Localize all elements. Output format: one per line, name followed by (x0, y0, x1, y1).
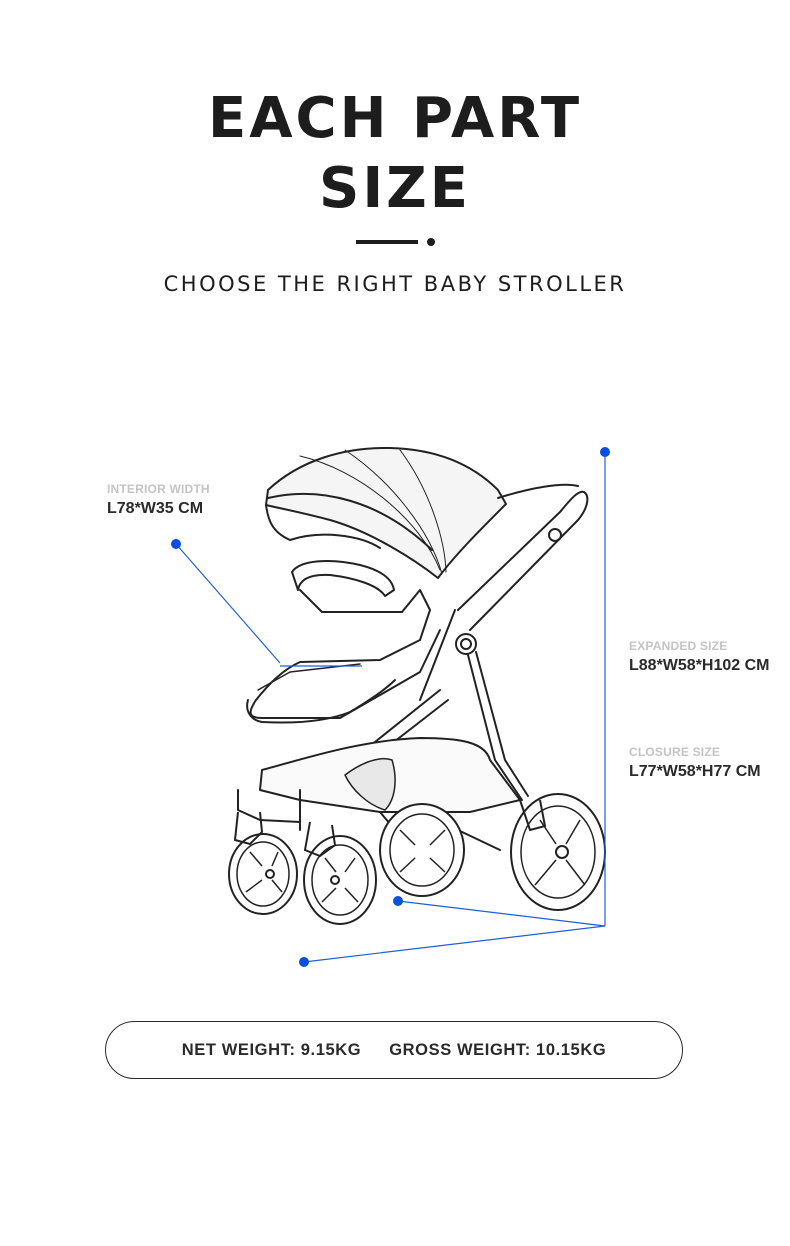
interior-width-value: L78*W35 CM (107, 500, 204, 517)
interior-width-label: INTERIOR WIDTH L78*W35 CM (107, 482, 210, 518)
title-divider-bar (356, 240, 418, 244)
page-title-line-1: EACH PART (207, 86, 583, 151)
measure-dot-back (393, 896, 403, 906)
stroller-seat (249, 589, 441, 719)
stroller-frame-rear-leg (467, 654, 523, 801)
stroller-bumper-bar (291, 560, 395, 597)
width-line-bottom (303, 925, 606, 963)
weight-info-pill: NET WEIGHT: 9.15KG GROSS WEIGHT: 10.15KG (105, 1021, 683, 1079)
depth-line-back (397, 900, 606, 927)
stroller-hub (455, 633, 477, 655)
interior-width-caption: INTERIOR WIDTH (107, 482, 210, 496)
measurement-lines (175, 452, 606, 963)
stroller-footrest (246, 679, 396, 724)
stroller-handlebar (457, 490, 589, 631)
measure-dot-top (600, 447, 610, 457)
stroller-wheels (228, 793, 606, 925)
expanded-size-caption: EXPANDED SIZE (629, 639, 728, 653)
measure-dot-bottom (299, 957, 309, 967)
measurement-dots (171, 447, 610, 967)
stroller-drawing (237, 446, 589, 851)
rear-right-wheel (303, 835, 377, 925)
front-right-wheel (510, 793, 606, 911)
closure-size-caption: CLOSURE SIZE (629, 745, 721, 759)
closure-size-label: CLOSURE SIZE L77*W58*H77 CM (629, 745, 761, 781)
stroller-canopy (265, 446, 507, 579)
expanded-size-label: EXPANDED SIZE L88*W58*H102 CM (629, 639, 770, 675)
interior-leader-line (175, 543, 281, 664)
net-weight: NET WEIGHT: 9.15KG (181, 1040, 362, 1059)
title-divider-dot (427, 238, 435, 246)
front-left-wheel (379, 803, 465, 897)
closure-size-value: L77*W58*H77 CM (629, 763, 761, 780)
rear-left-wheel (228, 833, 298, 915)
measure-dot-interior (171, 539, 181, 549)
page-title-line-2: SIZE (318, 156, 472, 221)
expanded-size-value: L88*W58*H102 CM (629, 657, 770, 674)
page-subtitle: CHOOSE THE RIGHT BABY STROLLER (163, 272, 627, 296)
gross-weight: GROSS WEIGHT: 10.15KG (389, 1040, 607, 1059)
